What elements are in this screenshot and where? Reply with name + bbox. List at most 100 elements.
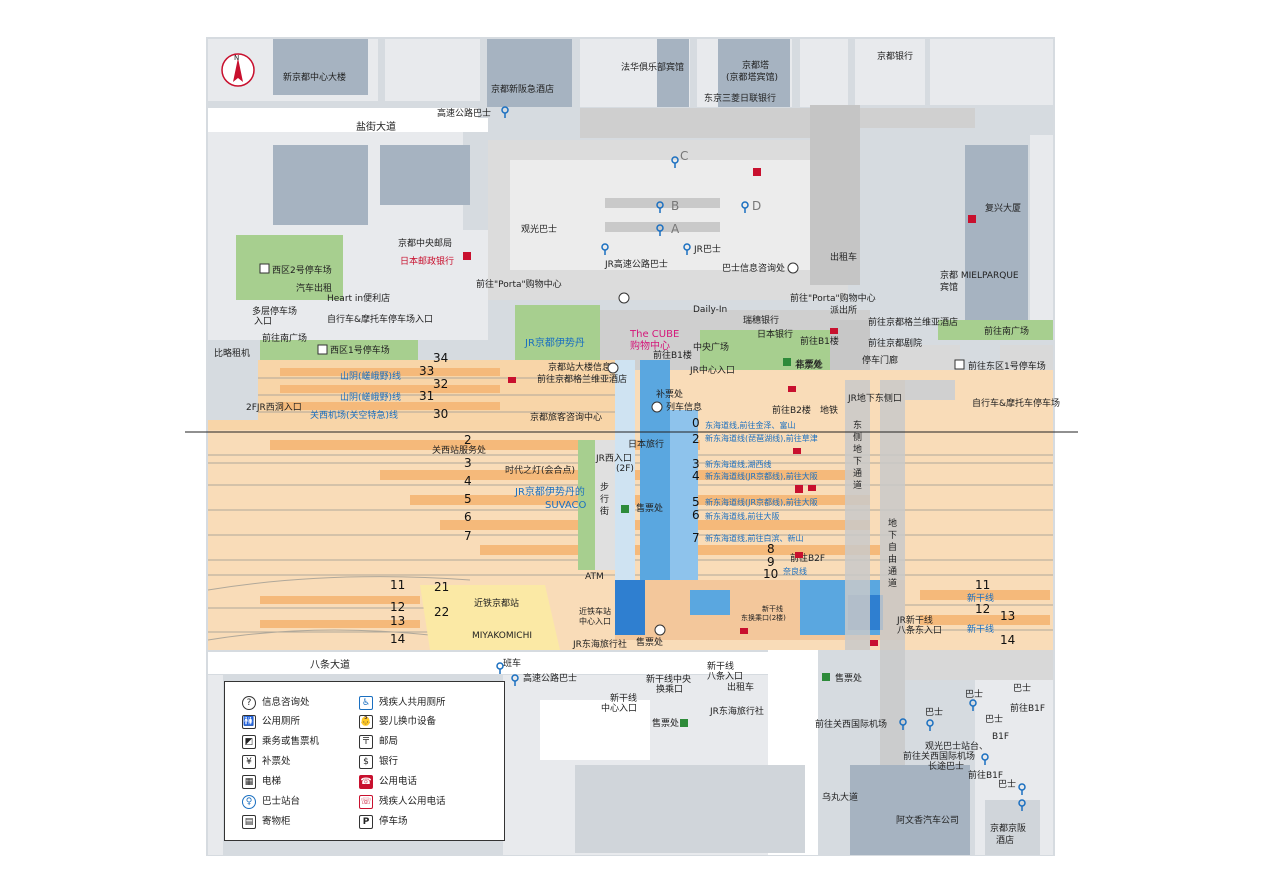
ticket-icon bbox=[822, 673, 830, 681]
label-rental-bike: 比略租机 bbox=[214, 347, 250, 359]
bus-stop-icon bbox=[969, 699, 977, 711]
track-0: 0 bbox=[692, 416, 700, 430]
label-bus-5: 巴士 bbox=[998, 778, 1016, 790]
legend-baby-care: 👶婴儿换巾设备 bbox=[359, 714, 437, 729]
line-3: 新东海道线,湖西线 bbox=[705, 459, 772, 469]
legend-elevator: ▦电梯 bbox=[242, 773, 281, 789]
phone-icon bbox=[788, 386, 796, 392]
label-to-granvia-hotel: 前往京都格兰维亚酒店 bbox=[537, 373, 627, 385]
line-6: 新东海道线,前往大阪 bbox=[705, 511, 780, 521]
track-14-east: 14 bbox=[1000, 633, 1015, 647]
track-31: 31 bbox=[419, 389, 434, 403]
bus-stop-icon bbox=[601, 243, 609, 255]
line-4: 新东海道线(JR京都线),前往大阪 bbox=[705, 471, 818, 481]
label-shinkansen-east-transfer: 新干线 bbox=[762, 604, 783, 613]
label-ticket-office: 售票处 bbox=[636, 502, 663, 514]
label-sightseeing: 观光巴士 bbox=[521, 223, 557, 235]
bus-stop-icon bbox=[501, 106, 509, 118]
track-13-east: 13 bbox=[1000, 609, 1015, 623]
label-taxi-hachijo: 出租车 bbox=[727, 681, 754, 693]
track-numbers: 34 33 32 31 30 2 3 4 5 6 7 11 12 13 14 2… bbox=[390, 351, 1015, 647]
phone-icon bbox=[830, 328, 838, 334]
label-suvaco: SUVACO bbox=[545, 500, 587, 511]
parking-icon: P bbox=[359, 814, 373, 829]
track-30: 30 bbox=[433, 407, 448, 421]
label-japan-bank: 日本银行 bbox=[757, 328, 793, 340]
label-hearts-in: Heart in便利店 bbox=[327, 292, 390, 304]
bus-stop-icon: ♀ bbox=[242, 794, 256, 809]
elevator-icon: ▦ bbox=[242, 774, 256, 789]
bus-stop-icon bbox=[511, 674, 519, 686]
label-nippon-travel: 日本旅行 bbox=[628, 438, 664, 450]
label-atm: ATM bbox=[585, 572, 604, 582]
label-east-underground-5: 通 bbox=[853, 468, 862, 479]
track-5-west: 5 bbox=[464, 492, 472, 506]
compass-label: N bbox=[234, 54, 239, 62]
label-jr-tokai-travel2: JR东海旅行社 bbox=[709, 705, 764, 717]
label-ticket-office2: 售票处 bbox=[796, 358, 823, 370]
bus-stop-icon bbox=[656, 224, 664, 236]
track-7-west: 7 bbox=[464, 529, 472, 543]
legend-bus-stop: ♀巴士站台 bbox=[242, 793, 300, 809]
label-bus-c: C bbox=[680, 149, 688, 163]
label-ticket-office4: 售票处 bbox=[652, 717, 679, 729]
bus-labels: 高速公路巴士 C B A D 观光巴士 JR高速公路巴士 JR巴士 巴士信息咨询… bbox=[437, 107, 1031, 790]
label-kyoto-tower: 京都塔 bbox=[742, 59, 769, 71]
building-labels: 新京都中心大楼 京都新阪急酒店 法华俱乐部宾馆 京都塔 (京都塔宾馆) 京都银行… bbox=[283, 50, 1026, 846]
track-14-west: 14 bbox=[390, 632, 405, 646]
label-jr-isetan-suvaco: JR京都伊势丹的 bbox=[514, 485, 585, 498]
label-west1-parking: 西区1号停车场 bbox=[330, 344, 390, 356]
label-stop-gate: 停车门廊 bbox=[862, 354, 898, 366]
label-highway-bus-bottom: 高速公路巴士 bbox=[523, 672, 577, 684]
legend-info: ?信息咨询处 bbox=[242, 694, 310, 710]
line-7: 新东海道线,前往白滨、新山 bbox=[705, 533, 804, 543]
label-shinkansen-central: 新干线中央 bbox=[646, 673, 691, 685]
label-to-south-plaza-east: 前往南广场 bbox=[984, 325, 1029, 337]
label-to-east1-parking: 前往东区1号停车场 bbox=[968, 360, 1046, 372]
line-names: 山阴(嵯峨野)线 山阴(嵯峨野)线 关西机场(关空特急)线 东海道线,前往金泽、… bbox=[310, 370, 994, 635]
info-markers bbox=[607, 262, 799, 636]
label-fare-adj: 补票处 bbox=[656, 388, 683, 400]
label-hokke-club: 法华俱乐部宾馆 bbox=[621, 61, 684, 73]
yen-icon: ¥ bbox=[242, 754, 256, 769]
info-icon bbox=[787, 262, 799, 274]
label-bus-b: B bbox=[671, 199, 679, 213]
phone-icon bbox=[808, 485, 816, 491]
parking-icon bbox=[954, 359, 965, 370]
label-bus-a: A bbox=[671, 222, 680, 236]
place-labels: 前往"Porta"购物中心 前往"Porta"购物中心 出租车 派出所 Hear… bbox=[214, 251, 1060, 781]
label-walkway-3: 街 bbox=[600, 505, 609, 517]
label-kyoto-keihan: 京都京阪 bbox=[990, 822, 1026, 834]
label-bus-1: 巴士 bbox=[965, 688, 983, 700]
phone-icon bbox=[508, 377, 516, 383]
label-hachijo-street: 八条大道 bbox=[310, 658, 350, 671]
ticket-markers bbox=[621, 358, 830, 727]
bus-stop-icon bbox=[683, 243, 691, 255]
label-shinkansen-central2: 换乘口 bbox=[656, 683, 683, 695]
label-bus-2: 巴士 bbox=[1013, 682, 1031, 694]
track-12-east: 12 bbox=[975, 602, 990, 616]
label-shiokoji-street: 盐街大道 bbox=[356, 120, 396, 133]
label-ticket-office5: 售票处 bbox=[636, 636, 663, 648]
label-miyakomichi: MIYAKOMICHI bbox=[472, 631, 532, 641]
label-free-underground-2: 下 bbox=[888, 531, 897, 541]
label-shin-hankyu: 京都新阪急酒店 bbox=[491, 83, 554, 95]
label-abenomics: 阿文香汽车公司 bbox=[896, 814, 959, 826]
label-free-underground-5: 通 bbox=[888, 566, 897, 577]
label-kyoto-bank: 京都银行 bbox=[877, 50, 913, 62]
label-walkway-1: 步 bbox=[600, 482, 609, 493]
post-office-icon bbox=[968, 215, 976, 223]
south-area bbox=[208, 350, 1053, 855]
label-east-underground-1: 东 bbox=[853, 419, 862, 431]
accessible-toilet-icon: ♿ bbox=[359, 695, 373, 710]
phone-icon bbox=[740, 628, 748, 634]
label-multi-parking-entry: 入口 bbox=[254, 316, 272, 327]
legend-accessible-toilet: ♿残疾人共用厕所 bbox=[359, 694, 446, 710]
info-icon bbox=[607, 362, 619, 374]
legend-locker: ▤寄物柜 bbox=[242, 813, 291, 829]
track-4-west: 4 bbox=[464, 474, 472, 488]
label-bus-3: 巴士 bbox=[925, 706, 943, 718]
track-2-west: 2 bbox=[464, 433, 472, 447]
label-kyoto-keihan2: 酒店 bbox=[996, 834, 1014, 846]
